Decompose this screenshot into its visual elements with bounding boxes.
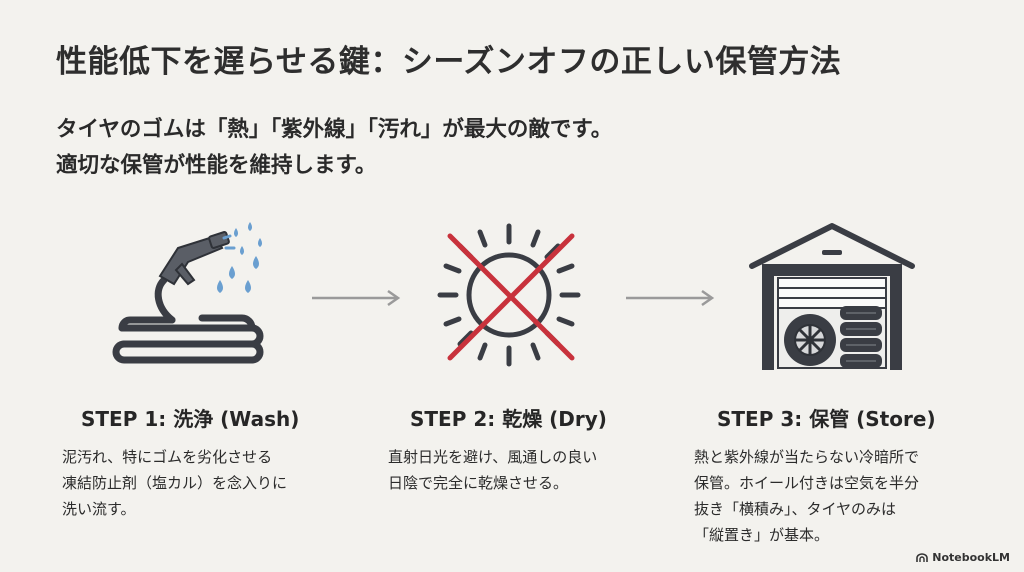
step-2-title: STEP 2: 乾燥 (Dry) [410,407,607,431]
step-1-desc-line: 凍結防止剤（塩カル）を念入りに [62,474,288,492]
notebooklm-badge: NotebookLM [916,551,1010,564]
hose-nozzle-icon [112,222,264,364]
notebooklm-label: NotebookLM [932,551,1010,564]
arrow-right-icon [312,289,401,307]
subtitle: タイヤのゴムは「熱」「紫外線」「汚れ」が最大の敵です。 適切な保管が性能を維持し… [56,112,612,184]
step-1-description: 泥汚れ、特にゴムを劣化させる 凍結防止剤（塩カル）を念入りに 洗い流す。 [62,444,287,522]
subtitle-line-1: タイヤのゴムは「熱」「紫外線」「汚れ」が最大の敵です。 [56,117,613,142]
no-sun-icon [437,223,581,367]
step-3-desc-line: 保管。ホイール付きは空気を半分 [694,474,920,492]
arrow-right-icon [626,289,715,307]
step-1-title: STEP 1: 洗浄 (Wash) [81,407,300,431]
step-3-title: STEP 3: 保管 (Store) [717,407,936,431]
step-3-desc-line: 「縦置き」が基本。 [694,526,830,544]
page-title: 性能低下を遅らせる鍵：シーズンオフの正しい保管方法 [56,44,842,80]
step-1-desc-line: 泥汚れ、特にゴムを劣化させる [62,448,273,466]
step-3-description: 熱と紫外線が当たらない冷暗所で 保管。ホイール付きは空気を半分 抜き「横積み」、… [694,444,919,548]
step-3-desc-line: 抜き「横積み」、タイヤのみは [694,500,897,518]
step-2-description: 直射日光を避け、風通しの良い 日陰で完全に乾燥させる。 [388,444,597,496]
step-2-desc-line: 直射日光を避け、風通しの良い [388,448,598,466]
step-3-desc-line: 熱と紫外線が当たらない冷暗所で [694,448,920,466]
subtitle-line-2: 適切な保管が性能を維持します。 [56,153,377,178]
notebooklm-logo-icon [916,552,929,562]
garage-tires-icon [749,223,915,370]
step-2-desc-line: 日陰で完全に乾燥させる。 [388,474,569,492]
step-1-desc-line: 洗い流す。 [62,500,136,518]
